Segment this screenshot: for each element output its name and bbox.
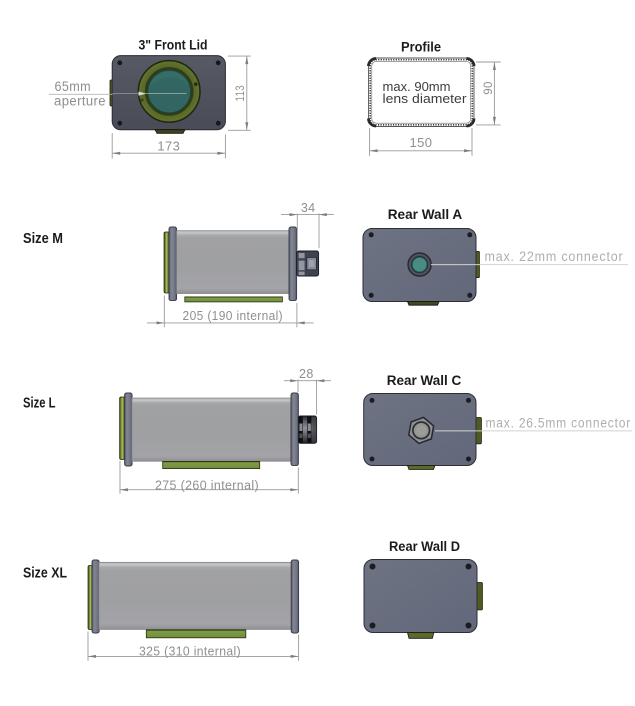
svg-text:113: 113 xyxy=(233,85,247,102)
svg-text:325 (310 internal): 325 (310 internal) xyxy=(139,643,241,658)
svg-text:Size L: Size L xyxy=(23,396,56,412)
svg-text:205 (190 internal): 205 (190 internal) xyxy=(183,308,284,323)
svg-text:Rear Wall A: Rear Wall A xyxy=(388,207,463,223)
svg-text:28: 28 xyxy=(299,367,314,381)
svg-text:max. 22mm connector: max. 22mm connector xyxy=(485,249,624,264)
svg-text:34: 34 xyxy=(301,201,316,215)
svg-text:Rear Wall D: Rear Wall D xyxy=(389,539,460,555)
svg-text:aperture: aperture xyxy=(54,94,106,109)
svg-text:173: 173 xyxy=(157,138,180,153)
svg-text:max. 90mm: max. 90mm xyxy=(383,79,451,94)
svg-text:Size M: Size M xyxy=(23,231,63,247)
svg-text:150: 150 xyxy=(410,135,433,150)
svg-text:65mm: 65mm xyxy=(55,79,92,94)
svg-text:max. 26.5mm connector: max. 26.5mm connector xyxy=(486,415,632,430)
svg-text:Size XL: Size XL xyxy=(23,566,67,582)
svg-text:Profile: Profile xyxy=(401,40,441,56)
svg-text:Rear Wall C: Rear Wall C xyxy=(387,373,462,389)
svg-text:275 (260 internal): 275 (260 internal) xyxy=(155,477,259,492)
svg-text:3" Front Lid: 3" Front Lid xyxy=(139,38,208,54)
svg-text:lens diameter: lens diameter xyxy=(383,91,468,106)
svg-text:90: 90 xyxy=(481,81,495,95)
